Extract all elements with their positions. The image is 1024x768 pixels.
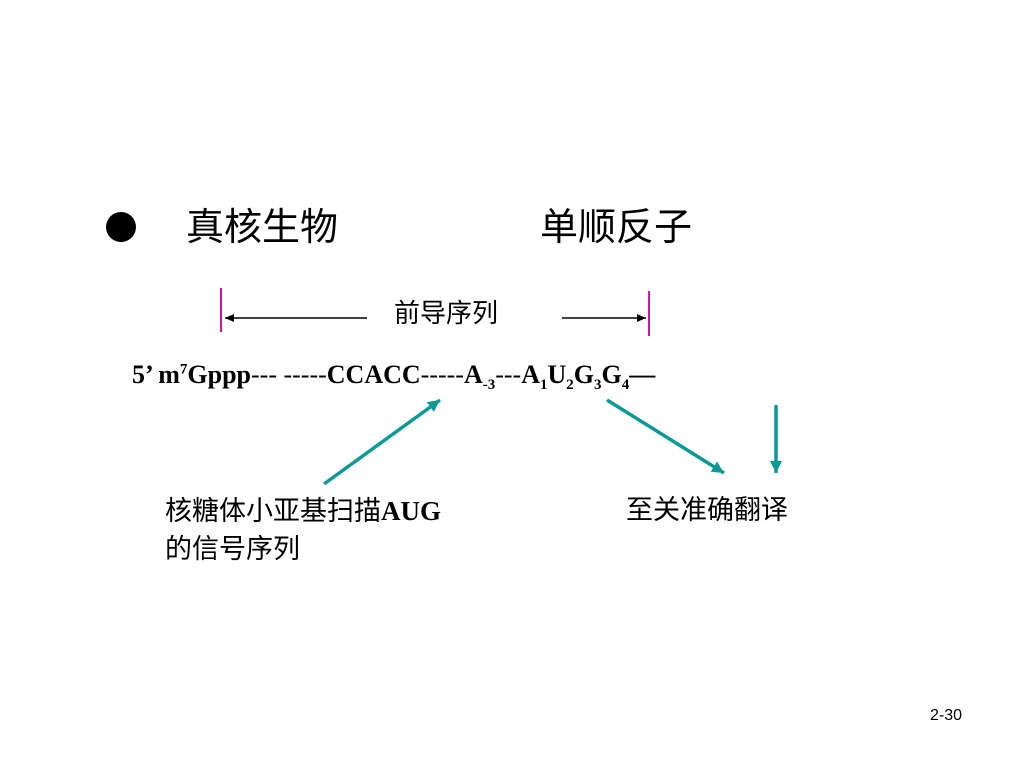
seq-u2-subscript: 2 xyxy=(566,377,574,394)
arrow-from-a-minus-3 xyxy=(606,398,725,475)
seq-m-superscript: 7 xyxy=(179,361,188,378)
mrna-sequence: 5’ m7Gppp--- -----CCACC-----A-3---A1U2G3… xyxy=(132,358,656,394)
seq-a1: A xyxy=(521,360,540,389)
seq-dash-2: --- xyxy=(495,360,522,389)
seq-g3: G xyxy=(573,360,595,389)
seq-tail: — xyxy=(629,360,656,389)
caption-ribosome-scan: 核糖体小亚基扫描AUG xyxy=(165,493,441,530)
seq-a1-subscript: 1 xyxy=(540,377,548,394)
bullet-icon xyxy=(106,212,136,242)
seq-a-minus: A xyxy=(463,360,483,389)
caption-ribosome-scan-cjk: 核糖体小亚基扫描 xyxy=(165,496,381,527)
seq-kozak: CCACC xyxy=(326,360,421,389)
page-number: 2-30 xyxy=(929,707,962,724)
leader-sequence-label: 前导序列 xyxy=(394,299,499,329)
seq-dash-1: ----- xyxy=(420,360,464,389)
caption-signal-sequence: 的信号序列 xyxy=(165,534,300,565)
seq-cap: Gppp xyxy=(187,360,251,389)
seq-g3-subscript: 3 xyxy=(594,377,602,394)
arrow-to-kozak xyxy=(322,398,442,486)
seq-g4: G xyxy=(601,360,622,389)
heading-monocistronic: 单顺反子 xyxy=(540,205,693,249)
seq-gap: --- ----- xyxy=(251,360,327,389)
caption-accurate-translation: 至关准确翻译 xyxy=(626,495,788,526)
seq-prefix: 5’ m xyxy=(132,360,180,389)
seq-u2: U xyxy=(547,360,567,389)
seq-a-minus-subscript: -3 xyxy=(482,377,496,394)
caption-ribosome-scan-latin: AUG xyxy=(381,496,441,526)
seq-g4-subscript: 4 xyxy=(621,377,630,394)
heading-eukaryote: 真核生物 xyxy=(186,205,339,249)
